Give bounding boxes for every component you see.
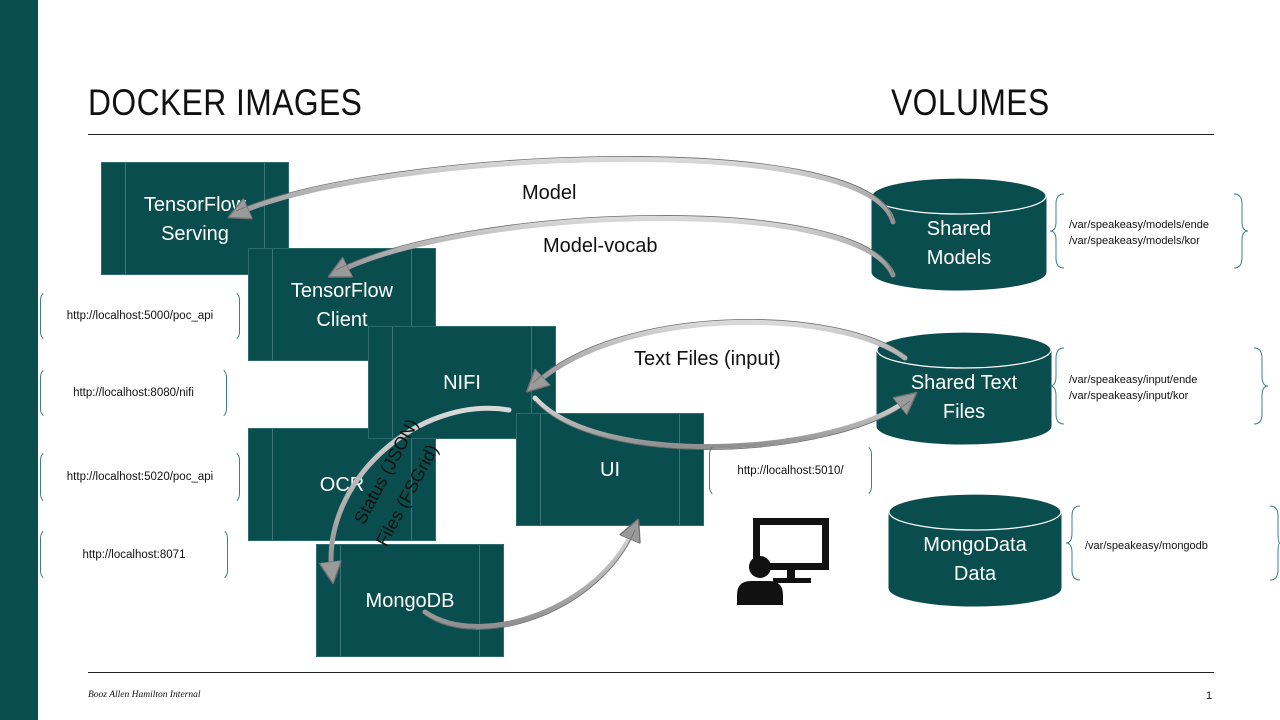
footer-org: Booz Allen Hamilton Internal <box>88 690 201 700</box>
volumes-heading: VOLUMES <box>891 82 1050 123</box>
shared-models-path-1: /var/speakeasy/models/ende <box>1069 219 1210 231</box>
mongo-data-label-1: MongoData <box>923 534 1027 556</box>
side-accent-bar <box>0 0 38 720</box>
mongo-data-label-2: Data <box>953 563 997 585</box>
page-number: 1 <box>1206 690 1213 702</box>
shared-text-files-path-2: /var/speakeasy/input/kor <box>1069 390 1189 402</box>
model-flow-label: Model <box>522 182 577 204</box>
user-at-computer-icon <box>737 518 829 605</box>
shared-text-files-label-2: Files <box>942 401 986 423</box>
footer-rule <box>88 672 1214 673</box>
shared-models-label-1: Shared <box>926 218 992 240</box>
mongo-data-cylinder[interactable] <box>888 493 1062 607</box>
shared-models-paths: /var/speakeasy/models/ende /var/speakeas… <box>1069 217 1209 249</box>
tensorflow-serving-label-1: TensorFlow <box>143 194 247 216</box>
docker-images-heading: DOCKER IMAGES <box>88 82 363 123</box>
model-vocab-flow-label: Model-vocab <box>543 235 658 257</box>
shared-text-files-paths: /var/speakeasy/input/ende /var/speakeasy… <box>1069 372 1197 404</box>
text-files-input-flow-label: Text Files (input) <box>634 348 781 370</box>
url-mongo-8071[interactable]: http://localhost:8071 <box>40 528 228 581</box>
mongo-data-path-1: /var/speakeasy/mongodb <box>1085 540 1208 552</box>
shared-text-files-path-1: /var/speakeasy/input/ende <box>1069 374 1198 386</box>
shared-text-files-label-1: Shared Text <box>910 372 1018 394</box>
shared-models-cylinder[interactable] <box>871 177 1047 291</box>
nifi-label: NIFI <box>443 372 481 394</box>
mongo-data-paths: /var/speakeasy/mongodb <box>1085 538 1208 554</box>
url-poc-api-5000[interactable]: http://localhost:5000/poc_api <box>40 290 240 342</box>
shared-models-label-2: Models <box>926 247 992 269</box>
url-ui-5010[interactable]: http://localhost:5010/ <box>709 444 872 497</box>
header-rule <box>88 134 1214 135</box>
url-nifi-8080[interactable]: http://localhost:8080/nifi <box>40 367 227 419</box>
shared-models-path-2: /var/speakeasy/models/kor <box>1069 235 1200 247</box>
tensorflow-client-label-1: TensorFlow <box>290 280 394 302</box>
tensorflow-serving-label-2: Serving <box>161 223 229 245</box>
url-poc-api-5020[interactable]: http://localhost:5020/poc_api <box>40 450 240 504</box>
tensorflow-client-label-2: Client <box>316 309 368 331</box>
ui-label: UI <box>600 459 620 481</box>
